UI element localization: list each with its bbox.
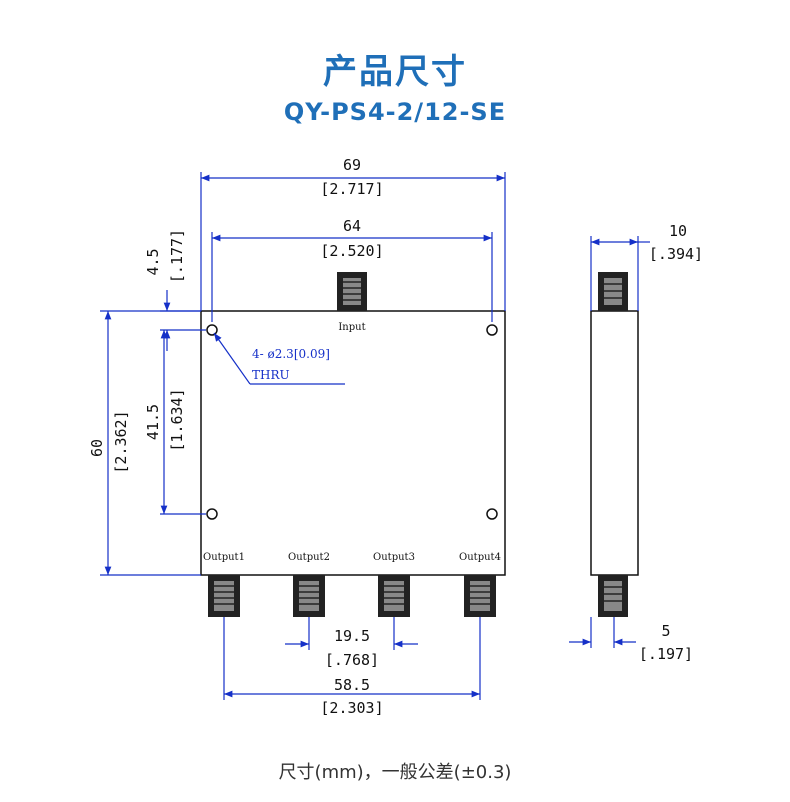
- dim-output-pitch-mm: 19.5: [334, 627, 370, 645]
- side-input-connector: [598, 272, 628, 311]
- dim-hole-spacing-y-in: [1.634]: [168, 388, 186, 451]
- output-connector: [208, 575, 240, 617]
- dim-hole-spacing-x-in: [2.520]: [320, 242, 383, 260]
- output-connector: [464, 575, 496, 617]
- mounting-hole: [206, 324, 218, 336]
- dim-overall-width-in: [2.717]: [320, 180, 383, 198]
- output-connector: [378, 575, 410, 617]
- side-output-connector: [598, 575, 628, 617]
- side-housing-outline: [590, 310, 639, 576]
- dim-output-span-mm: 58.5: [334, 676, 370, 694]
- dim-height-in: [2.362]: [112, 410, 130, 473]
- tolerance-note: 尺寸(mm)，一般公差(±0.3): [278, 762, 512, 783]
- input-connector: [337, 272, 367, 311]
- dim-connector-offset-in: [.197]: [639, 645, 693, 663]
- dim-output-pitch-in: [.768]: [325, 651, 379, 669]
- output2-label: Output2: [288, 552, 330, 563]
- dim-output-span-in: [2.303]: [320, 699, 383, 717]
- dimension-lines: [100, 172, 506, 700]
- dim-hole-offset-mm: 4.5: [144, 248, 162, 275]
- dim-overall-width-mm: 69: [343, 156, 361, 174]
- dim-hole-spacing-x-mm: 64: [343, 217, 361, 235]
- output-connector: [293, 575, 325, 617]
- side-view: [590, 272, 639, 617]
- dim-connector-offset-mm: 5: [661, 622, 670, 640]
- front-view: Input Output1 Output2 Output3 Output4: [200, 272, 506, 617]
- dim-hole-spacing-y-mm: 41.5: [144, 404, 162, 440]
- output4-label: Output4: [459, 552, 501, 563]
- dim-hole-offset-in: [.177]: [168, 229, 186, 283]
- dim-thickness-in: [.394]: [649, 245, 703, 263]
- mounting-hole: [486, 508, 498, 520]
- input-label: Input: [338, 322, 365, 333]
- hole-note-line2: THRU: [252, 368, 290, 382]
- side-dimension-lines: [569, 236, 650, 648]
- mounting-hole: [206, 508, 218, 520]
- output3-label: Output3: [373, 552, 415, 563]
- mounting-hole: [486, 324, 498, 336]
- page-title: 产品尺寸: [323, 52, 467, 92]
- hole-note-line1: 4- ø2.3[0.09]: [252, 347, 330, 361]
- model-number: QY-PS4-2/12-SE: [283, 98, 507, 126]
- dim-thickness-mm: 10: [669, 222, 687, 240]
- output1-label: Output1: [203, 552, 245, 563]
- dim-height-mm: 60: [88, 439, 106, 457]
- housing-outline: [200, 310, 506, 576]
